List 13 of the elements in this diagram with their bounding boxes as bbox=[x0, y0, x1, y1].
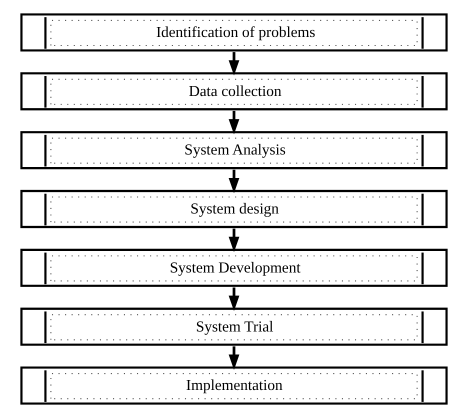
arrow bbox=[228, 110, 240, 134]
arrow bbox=[228, 346, 240, 370]
node-box: System Analysis bbox=[20, 131, 448, 170]
node-box: System Trial bbox=[20, 308, 448, 346]
node-box: System Development bbox=[20, 248, 448, 287]
arrow bbox=[228, 52, 240, 76]
node-box: System design bbox=[20, 190, 448, 228]
node-box: Implementation bbox=[20, 366, 448, 405]
arrow bbox=[228, 288, 240, 311]
arrow bbox=[228, 170, 240, 194]
node-box: Identification of problems bbox=[20, 13, 448, 52]
arrow bbox=[228, 228, 240, 252]
node-box: Data collection bbox=[20, 72, 448, 110]
